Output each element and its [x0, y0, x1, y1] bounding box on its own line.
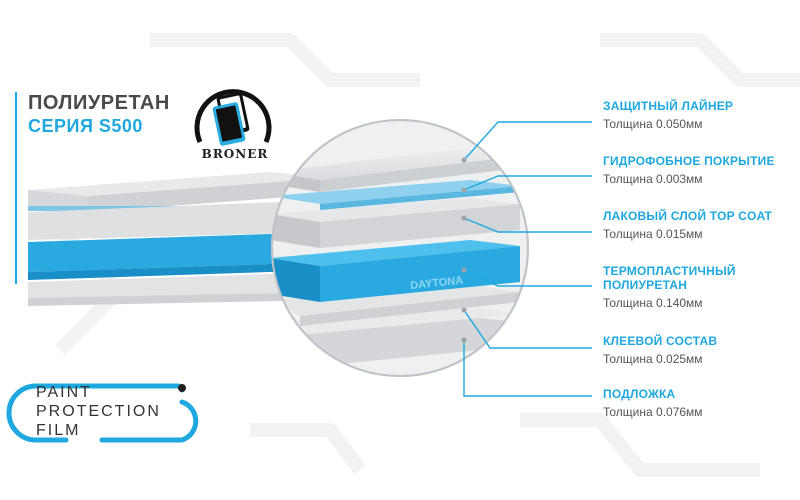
brand-name: BRONER: [201, 147, 269, 161]
ppf-line-film: FILM: [36, 422, 81, 439]
broner-logo: [194, 89, 272, 146]
leader-substrate: [463, 340, 592, 397]
layer-label-polyurethane: ТЕРМОПЛАСТИЧНЫЙ ПОЛИУРЕТАН Толщина 0.140…: [603, 264, 736, 311]
layer-label-adhesive: КЛЕЕВОЙ СОСТАВ Толщина 0.025мм: [603, 334, 717, 367]
badge-dot: [178, 384, 186, 392]
ppf-line-paint: PAINT: [36, 384, 92, 401]
ppf-line-protection: PROTECTION: [36, 403, 161, 420]
layer-label-liner: ЗАЩИТНЫЙ ЛАЙНЕР Толщина 0.050мм: [603, 99, 733, 132]
watermark-text: DAYTONA: [410, 275, 464, 292]
layer-label-substrate: ПОДЛОЖКА Толщина 0.076мм: [603, 387, 703, 420]
layer-thickness: Толщина 0.003мм: [603, 172, 703, 186]
stack-outside: [28, 172, 330, 306]
layer-name: ТЕРМОПЛАСТИЧНЫЙ: [603, 264, 736, 278]
ppf-badge-frame: [6, 383, 199, 443]
logo-arc: [194, 89, 272, 143]
leader-adhesive: [463, 309, 592, 349]
leader-polyurethane: [463, 269, 592, 287]
product-title: ПОЛИУРЕТАН: [28, 92, 170, 114]
leader-lines: [463, 121, 592, 397]
layer-thickness: Толщина 0.050мм: [603, 117, 703, 131]
leader-liner: [463, 121, 592, 161]
layer-name: КЛЕЕВОЙ СОСТАВ: [603, 334, 718, 348]
stack-magnified: DAYTONA: [272, 148, 520, 368]
layer-thickness: Толщина 0.076мм: [603, 405, 703, 419]
layer-label-topcoat: ЛАКОВЫЙ СЛОЙ TOP COAT Толщина 0.015мм: [603, 209, 772, 242]
layer-label-hydrophobic: ГИДРОФОБНОЕ ПОКРЫТИЕ Толщина 0.003мм: [603, 154, 775, 187]
layer-name-line2: ПОЛИУРЕТАН: [603, 278, 688, 292]
leader-hydrophobic: [463, 175, 592, 191]
layer-thickness: Толщина 0.015мм: [603, 227, 703, 241]
phone-film-icon: [212, 92, 250, 146]
layer-thickness: Толщина 0.140мм: [603, 296, 703, 310]
leader-dots: [461, 157, 467, 343]
product-series: СЕРИЯ S500: [28, 116, 143, 136]
header-accent-bar: [15, 92, 17, 284]
layer-name: ГИДРОФОБНОЕ ПОКРЫТИЕ: [603, 154, 775, 168]
layer-name: ЛАКОВЫЙ СЛОЙ TOP COAT: [603, 209, 773, 223]
layer-thickness: Толщина 0.025мм: [603, 352, 703, 366]
layer-name: ПОДЛОЖКА: [603, 387, 676, 401]
leader-topcoat: [463, 217, 592, 233]
layer-name: ЗАЩИТНЫЙ ЛАЙНЕР: [603, 99, 734, 113]
